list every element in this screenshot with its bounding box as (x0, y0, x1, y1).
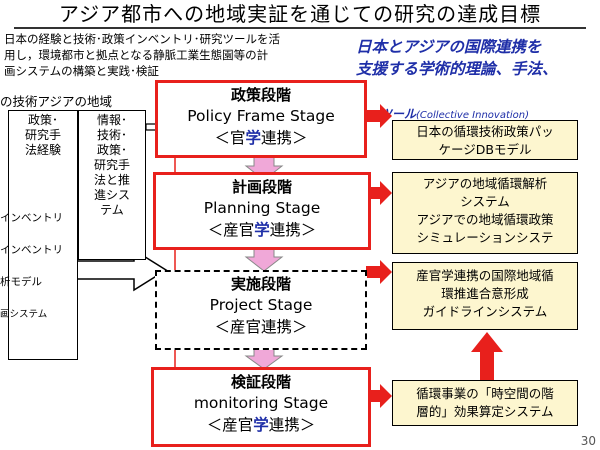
stage-planning-collab-gaku: 学 (254, 221, 270, 239)
left-label-analysis-model: 析モデル (0, 276, 42, 288)
stage-planning-collab: ＜産官学連携＞ (156, 219, 368, 241)
goal-line-1: 日本とアジアの国際連携を (356, 38, 542, 56)
left-box2-line5: 法と推 (93, 173, 130, 187)
stage-policy-ja: 政策段階 (230, 86, 291, 104)
left-label-inventory-1: インベントリ (0, 212, 63, 224)
stage-planning-ja: 計画段階 (231, 178, 292, 196)
left-box2-line2: 技術･ (96, 128, 127, 142)
left-box-policy-experience: 政策･ 研究手 法経験 (8, 110, 78, 360)
intro-line-1: 日本の経験と技術･政策インベントリ･研究ツールを活 (4, 32, 280, 46)
stage-planning-en: Planning Stage (203, 199, 321, 217)
right-box3-line3: ガイドラインシステム (422, 304, 548, 319)
left-box2-line6: 進シス (93, 188, 130, 202)
left-box2-line1: 情報･ (96, 113, 127, 127)
right-box4-line2: 層的」効果算定システム (416, 404, 554, 419)
intro-text: 日本の経験と技術･政策インベントリ･研究ツールを活 用し，環境都市と拠点となる静… (4, 31, 366, 79)
stage-planning-collab-pre: ＜産官 (207, 221, 255, 239)
left-box2-line4: 研究手 (93, 158, 130, 172)
left-box2-line3: 政策･ (96, 143, 127, 157)
left-box1-line2: 研究手 (24, 128, 61, 142)
right-box3-line1: 産官学連携の国際地域循 (416, 268, 554, 283)
page-number: 30 (580, 434, 596, 448)
intro-line-3: 画システムの構築と実践･検証 (4, 64, 159, 78)
slide-title: アジア都市への地域実証を通じての研究の達成目標 (58, 2, 542, 26)
stage-planning-collab-post: 連携＞ (269, 221, 317, 239)
right-box-consensus-guideline: 産官学連携の国際地域循 環推進合意形成 ガイドラインシステム (392, 262, 578, 330)
right-arrow-3 (366, 260, 392, 284)
stage-policy-collab-pre: ＜官 (214, 129, 246, 147)
right-box1-line2: ケージDBモデル (438, 142, 532, 157)
goal-line-2: 支援する学術的理論、手法、 (356, 60, 558, 78)
right-box3-line2: 環推進合意形成 (441, 286, 529, 301)
up-arrow (471, 332, 503, 380)
stage-policy-collab-post: 連携＞ (261, 129, 308, 147)
stage-policy-en: Policy Frame Stage (187, 107, 335, 125)
left-box1-line1: 政策･ (27, 113, 58, 127)
right-box2-line1: アジアの地域循環解析 (422, 176, 548, 191)
stage-monitoring-collab-post: 連携＞ (268, 416, 316, 434)
stage-arrow-2 (244, 247, 284, 272)
stage-monitoring-en: monitoring Stage (193, 394, 329, 412)
stage-policy-collab-gaku: 学 (245, 129, 261, 147)
right-box-regional-analysis: アジアの地域循環解析 システム アジアでの地域循環政策 シミュレーションシステ (392, 172, 578, 254)
stage-policy-collab: ＜官学連携＞ (158, 127, 364, 149)
right-box1-line1: 日本の循環技術政策パッ (416, 124, 554, 139)
stage-project-en: Project Stage (209, 296, 313, 314)
right-box2-line2: システム (460, 194, 510, 209)
left-header-text: の技術アジアの地域 (0, 94, 113, 109)
right-box4-line1: 循環事業の「時空間の階 (416, 386, 554, 401)
stage-monitoring-collab-gaku: 学 (253, 416, 269, 434)
right-arrow-1 (366, 104, 392, 128)
stage-project-collab: ＜産官連携＞ (157, 316, 365, 338)
left-box-info-tech: 情報･ 技術･ 政策･ 研究手 法と推 進シス テム (78, 110, 146, 260)
stage-planning: 計画段階 Planning Stage ＜産官学連携＞ (153, 172, 371, 250)
stage-project-collab-pre: ＜産官連携＞ (214, 318, 308, 336)
left-label-inventory-2: インベントリ (0, 244, 63, 256)
stage-project-ja: 実施段階 (230, 275, 291, 293)
right-box-policy-package-db: 日本の循環技術政策パッ ケージDBモデル (392, 120, 578, 160)
right-box2-line4: シミュレーションシステ (416, 230, 554, 245)
stage-monitoring-ja: 検証段階 (230, 373, 291, 391)
right-box-effect-calculation: 循環事業の「時空間の階 層的」効果算定システム (392, 380, 578, 426)
right-arrow-2 (366, 181, 392, 205)
right-box2-line3: アジアでの地域循環政策 (416, 212, 554, 227)
stage-project: 実施段階 Project Stage ＜産官連携＞ (155, 270, 367, 350)
stage-arrow-3 (244, 347, 284, 370)
left-box2-line7: テム (100, 203, 124, 217)
stage-policy: 政策段階 Policy Frame Stage ＜官学連携＞ (155, 80, 367, 158)
stage-monitoring-collab: ＜産官学連携＞ (154, 414, 368, 436)
stage-monitoring: 検証段階 monitoring Stage ＜産官学連携＞ (151, 367, 371, 447)
title-underline (14, 27, 586, 29)
goal-line-3-sub: (Collective Innovation) (416, 110, 530, 121)
left-box1-line3: 法経験 (24, 143, 61, 157)
left-label-planning-system: 画システム (0, 309, 48, 320)
intro-line-2: 用し，環境都市と拠点となる静脈工業生態園等の計 (4, 48, 269, 62)
goal-statement: 日本とアジアの国際連携を 支援する学術的理論、手法、 (356, 36, 600, 80)
stage-monitoring-collab-pre: ＜産官 (206, 416, 254, 434)
right-arrow-4 (366, 384, 392, 408)
